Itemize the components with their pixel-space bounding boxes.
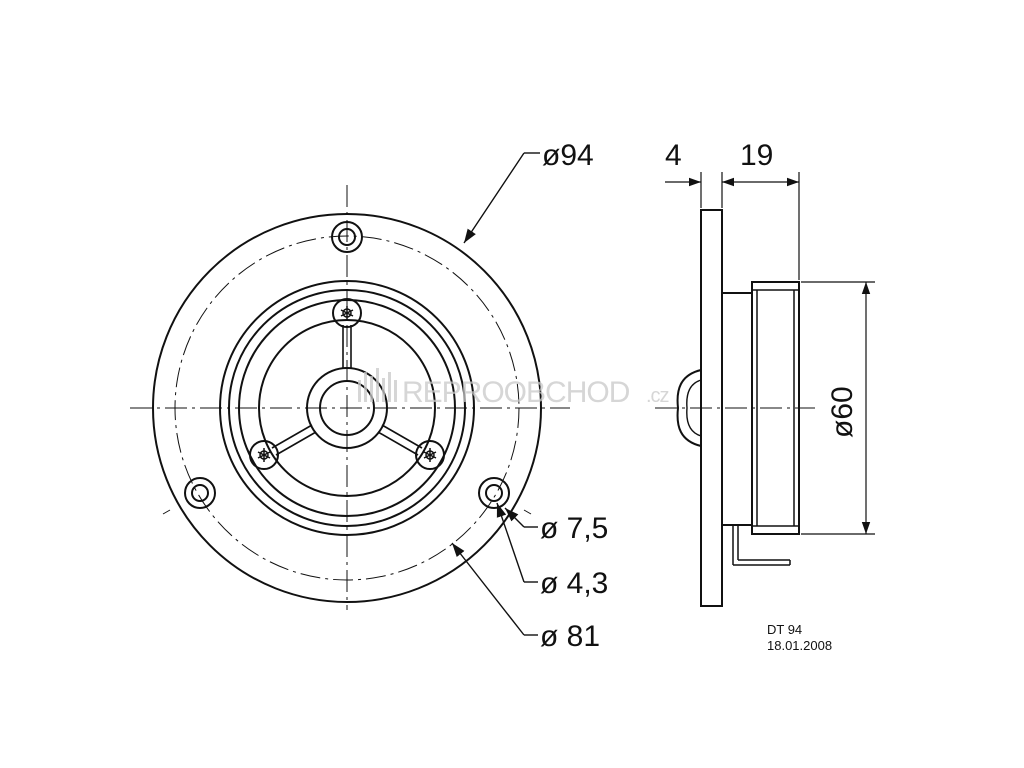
watermark-bars-icon [358, 368, 397, 402]
title-date: 18.01.2008 [767, 638, 832, 653]
label-body-diameter: ø60 [826, 386, 859, 438]
center-dome-inner [319, 380, 375, 436]
mounting-hole-top [331, 221, 363, 253]
side-body-back [721, 292, 753, 526]
side-dome [676, 369, 702, 447]
screw-left [249, 440, 279, 470]
screw-top [332, 298, 362, 328]
bolt-circle [174, 235, 520, 581]
title-model: DT 94 [767, 622, 802, 637]
watermark-suffix: .cz [646, 385, 669, 407]
leader-hole-inner [496, 502, 538, 583]
leader-hole-outer [504, 507, 538, 528]
terminals [732, 525, 791, 566]
front-view [130, 152, 570, 636]
label-hole-inner: ø 4,3 [540, 567, 608, 600]
side-body [751, 281, 800, 535]
screw-right [415, 440, 445, 470]
mounting-hole-left [184, 477, 216, 509]
spokes [271, 325, 423, 456]
leader-bolt-circle [451, 542, 538, 636]
ring-2 [228, 289, 466, 527]
ring-1 [219, 280, 475, 536]
leader-outer-diameter [463, 152, 540, 244]
label-hole-outer: ø 7,5 [540, 512, 608, 545]
side-view [655, 172, 875, 607]
label-depth: 19 [740, 139, 773, 172]
label-bolt-circle: ø 81 [540, 620, 600, 653]
dim-top [665, 172, 800, 280]
watermark: REPROOBCHOD .cz [358, 368, 670, 409]
label-outer-diameter: ø94 [542, 139, 594, 172]
outer-flange [152, 213, 542, 603]
center-dome-outer [306, 367, 388, 449]
label-flange-thickness: 4 [665, 139, 682, 172]
watermark-text: REPROOBCHOD [402, 376, 630, 409]
dim-right [801, 281, 875, 535]
mounting-hole-right [478, 477, 510, 509]
